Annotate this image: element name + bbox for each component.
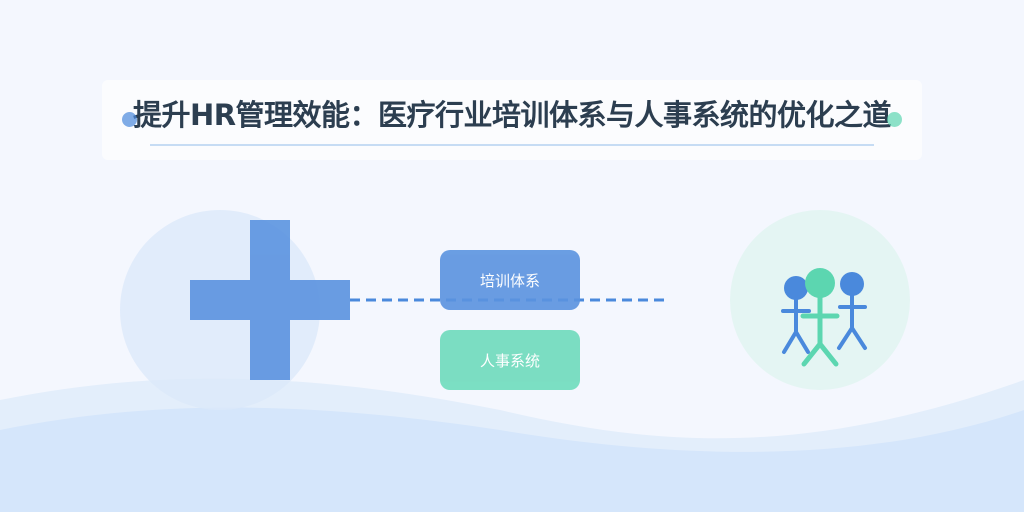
people-icon (781, 268, 867, 367)
training-system-box: 培训体系 (440, 250, 580, 310)
title-card: 提升HR管理效能：医疗行业培训体系与人事系统的优化之道 (102, 80, 922, 160)
page-title: 提升HR管理效能：医疗行业培训体系与人事系统的优化之道 (132, 98, 892, 132)
training-system-label: 培训体系 (479, 271, 540, 290)
green-dot-decoration (887, 112, 902, 127)
hr-system-box: 人事系统 (440, 330, 580, 390)
front-wave (0, 407, 1024, 512)
medical-cross-icon (190, 220, 350, 380)
hr-system-label: 人事系统 (479, 351, 540, 370)
blue-dot-decoration (122, 112, 137, 127)
title-underline (150, 144, 874, 146)
